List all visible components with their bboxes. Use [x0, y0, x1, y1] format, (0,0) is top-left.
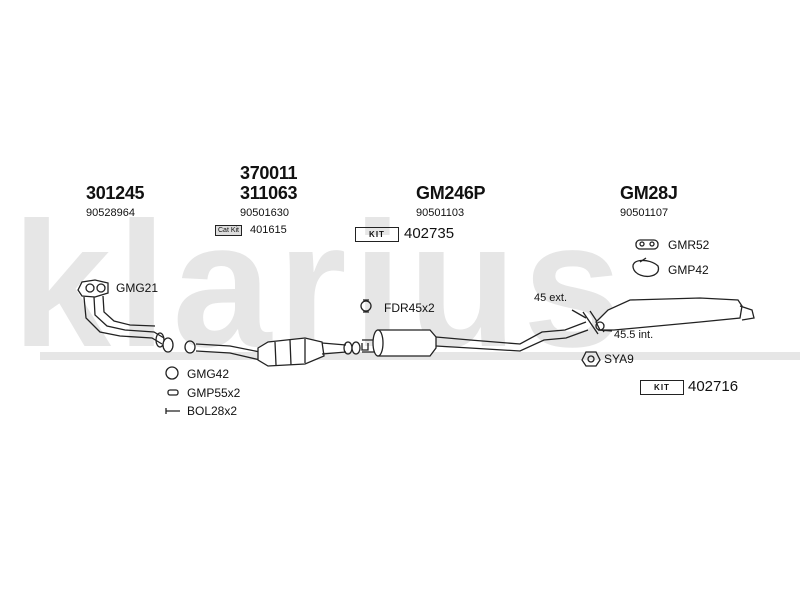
label-gmp42: GMP42	[668, 263, 709, 277]
exhaust-mount	[581, 351, 601, 367]
kit-badge-rear: KIT	[640, 380, 684, 395]
kit-badge-front: KIT	[355, 227, 399, 242]
kit-number-rear: 402716	[688, 378, 739, 395]
front-pipe-flange	[77, 279, 109, 298]
label-bol28: BOL28x2	[187, 404, 238, 418]
cat-kit-number: 401615	[250, 224, 287, 236]
part-code-cat-pipe: 311063	[240, 183, 298, 203]
front-pipe	[83, 295, 174, 353]
pipe-clamp	[632, 257, 660, 277]
cat-kit-badge: Cat Kit	[215, 225, 243, 236]
label-gmr52: GMR52	[668, 238, 710, 252]
kit-number-front: 402735	[404, 225, 455, 242]
centre-silencer	[360, 299, 589, 357]
oe-number-centre-silencer: 90501103	[416, 207, 465, 219]
label-gmg21: GMG21	[116, 281, 159, 295]
oe-number-rear-silencer: 90501107	[620, 207, 669, 219]
catalytic-converter	[195, 337, 361, 367]
label-int-dim: 45.5 int.	[614, 329, 654, 341]
label-gmp55: GMP55x2	[187, 386, 241, 400]
gasket-ring	[184, 340, 196, 354]
gasket-gmg42	[165, 366, 179, 380]
label-gmg42: GMG42	[187, 367, 230, 381]
part-code-cat-alt: 370011	[240, 163, 298, 183]
rubber-mount	[635, 239, 659, 250]
oe-number-front-pipe: 90528964	[86, 207, 135, 219]
part-code-centre-silencer: GM246P	[416, 183, 486, 203]
label-ext-dim: 45 ext.	[534, 292, 568, 304]
label-sya9: SYA9	[604, 352, 634, 366]
clamp-gmp55	[167, 389, 179, 396]
part-code-rear-silencer: GM28J	[620, 183, 678, 203]
rear-silencer	[595, 297, 755, 331]
part-code-front-pipe: 301245	[86, 183, 145, 203]
bolt-bol28	[165, 408, 180, 414]
label-fdr45: FDR45x2	[384, 301, 435, 315]
oe-number-cat-pipe: 90501630	[240, 207, 289, 219]
